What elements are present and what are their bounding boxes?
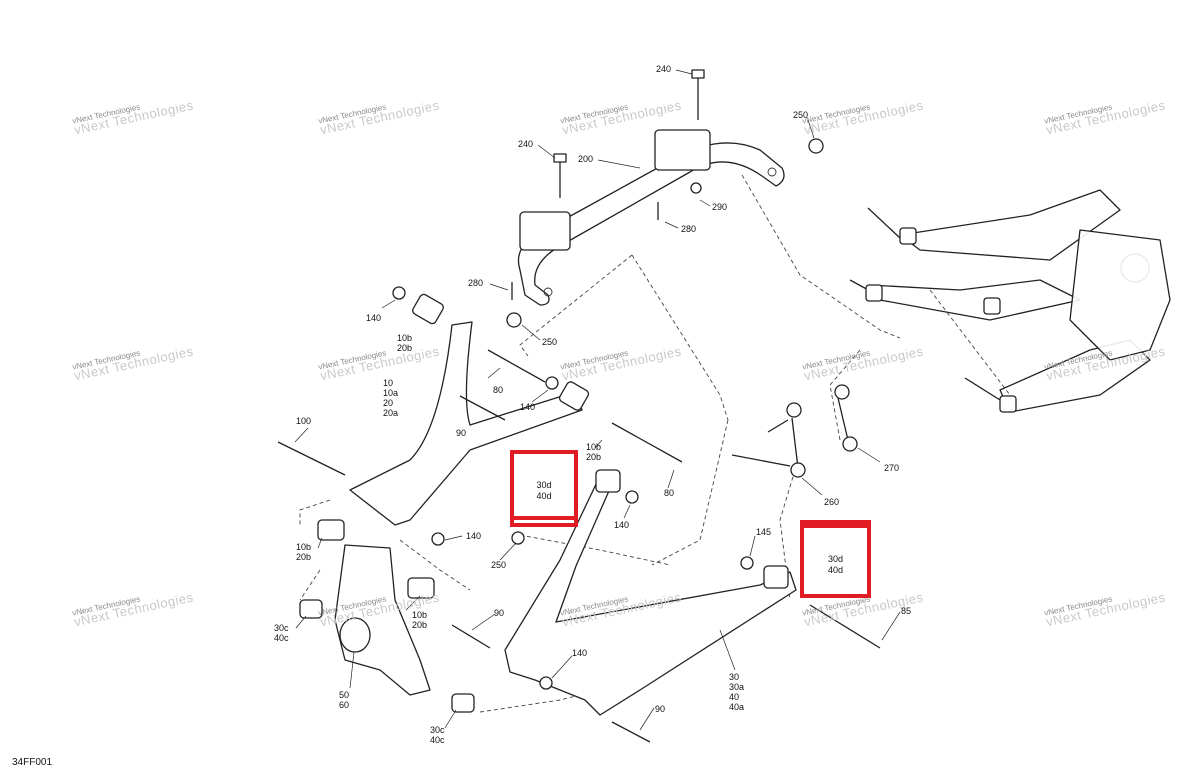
callout-80: 80 [493,385,504,395]
callout-290: 290 [712,202,728,212]
callout-50-60: 50 60 [339,690,350,710]
callout-10b-20b: 10b 20b [586,442,602,462]
callout-240: 240 [518,139,534,149]
highlight-label: 30d 40d [536,480,552,501]
callout-270: 270 [884,463,900,473]
callout-90: 90 [494,608,505,618]
stabilizer-bar [506,69,824,328]
leader-lines [294,69,901,731]
assembled-suspension-view [849,189,1171,413]
callout-30c-40c: 30c 40c [274,623,289,643]
callout-240: 240 [656,64,672,74]
callout-280: 280 [468,278,484,288]
upper-arm [277,286,683,546]
lower-arm [451,469,881,743]
callout-145: 145 [756,527,772,537]
figure-id: 34FF001 [12,757,53,768]
callout-10-10a-20-20a: 10 10a 20 20a [383,378,399,418]
callout-90: 90 [456,428,467,438]
callout-250: 250 [793,110,809,120]
callout-10b-20b: 10b 20b [397,333,413,353]
callout-260: 260 [824,497,840,507]
callout-250: 250 [491,560,507,570]
callout-200: 200 [578,154,594,164]
callout-30c-40c: 30c 40c [430,725,445,745]
wheel-knuckle [299,519,475,713]
callout-140: 140 [520,402,536,412]
callout-100: 100 [296,416,312,426]
callout-10b-20b: 10b 20b [412,610,428,630]
highlight-box: 30d 40d [800,520,871,598]
callout-140: 140 [614,520,630,530]
highlight-box: 30d 40d [510,450,578,527]
sway-links [731,384,858,478]
callout-140: 140 [366,313,382,323]
highlight-label: 30d 40d [827,554,844,575]
callout-10b-20b: 10b 20b [296,542,312,562]
callout-85: 85 [901,606,912,616]
callout-80: 80 [664,488,675,498]
callout-30-30a-40-40a: 30 30a 40 40a [729,672,745,712]
callout-90: 90 [655,704,666,714]
callout-250: 250 [542,337,558,347]
callout-140: 140 [572,648,588,658]
callout-280: 280 [681,224,697,234]
callout-140: 140 [466,531,482,541]
